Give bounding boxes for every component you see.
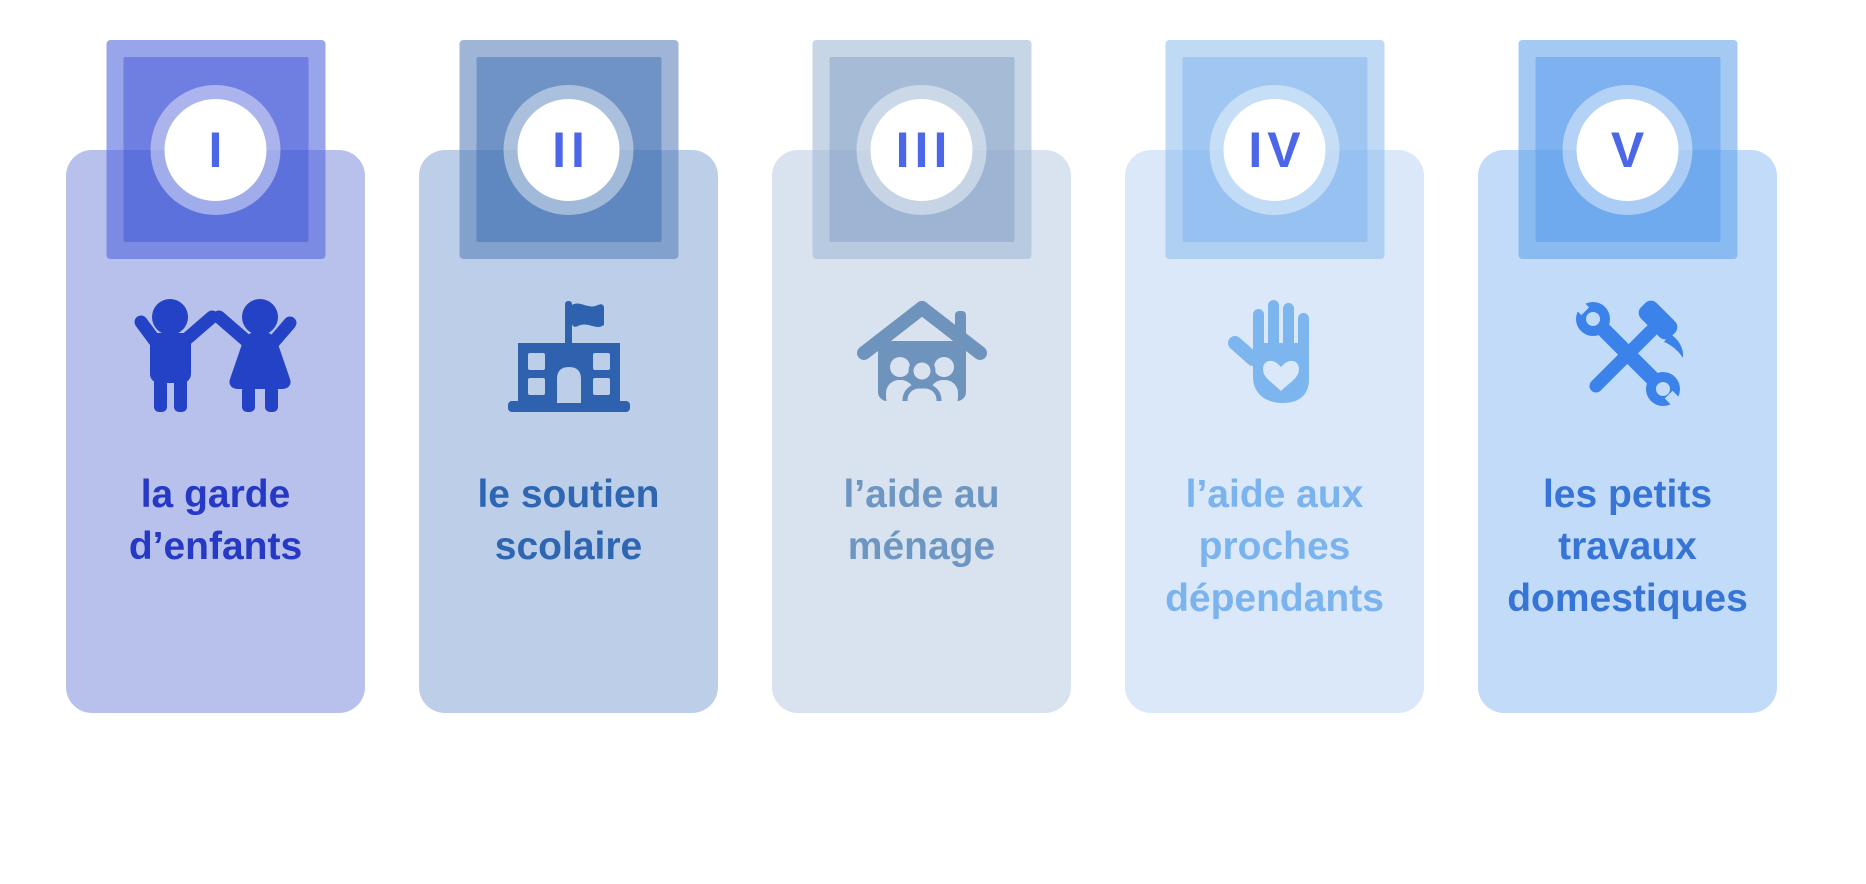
badge-circle: II [517,98,620,201]
card-aide-menage: III [772,40,1071,713]
house-family-icon [772,295,1071,413]
card-label: la garde d’enfants [128,473,303,568]
children-icon [66,295,365,413]
badge-numeral: III [895,121,953,178]
badge-circle: V [1576,98,1679,201]
school-icon [419,295,718,413]
badge-outer-square: III [812,40,1031,259]
card-aide-proches: IV l’aide aux proches dépendants [1125,40,1424,713]
badge-numeral: I [208,121,228,178]
badge-outer-square: II [459,40,678,259]
tools-icon [1478,292,1777,416]
badge-circle: IV [1223,98,1326,201]
badge-circle: III [870,98,973,201]
badge-circle: I [164,98,267,201]
card-label: l’aide aux proches dépendants [1165,473,1384,620]
card-travaux-domestiques: V les petits t [1478,40,1777,713]
hand-heart-icon [1125,295,1424,413]
services-infographic: I [66,40,1779,713]
badge-outer-square: I [106,40,325,259]
badge-numeral: II [552,121,590,178]
badge-outer-square: V [1518,40,1737,259]
card-soutien-scolaire: II le soutien scolaire [419,40,718,713]
card-label: les petits travaux domestiques [1507,473,1748,620]
badge-outer-square: IV [1165,40,1384,259]
badge-numeral: IV [1248,121,1306,178]
card-garde-enfants: I [66,40,365,713]
card-label: le soutien scolaire [477,473,660,568]
card-label: l’aide au ménage [843,473,1000,568]
badge-numeral: V [1610,121,1650,178]
